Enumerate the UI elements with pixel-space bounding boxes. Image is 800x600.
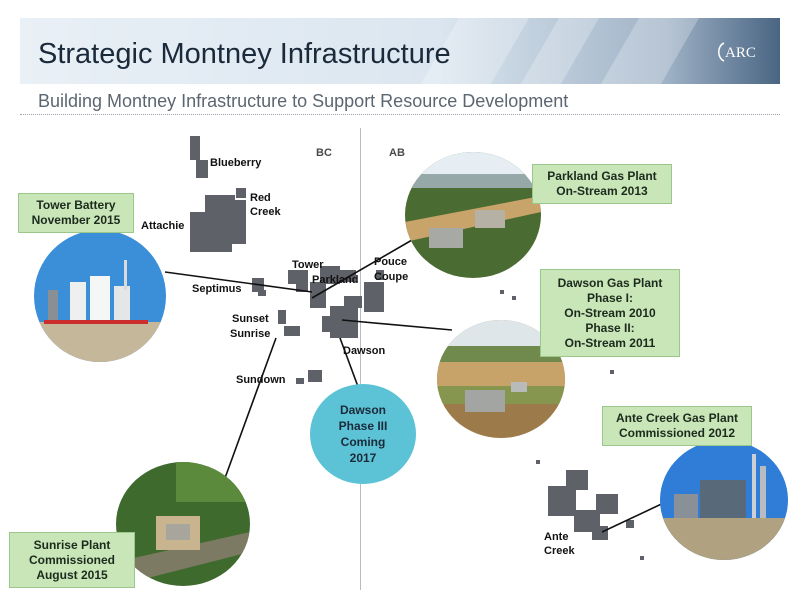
arc-logo: ARC: [718, 42, 756, 62]
connector-lines: [164, 239, 671, 533]
photo-ante-creek-gas-plant: [660, 440, 788, 560]
header-banner: Strategic Montney Infrastructure ARC: [20, 18, 780, 84]
page-title: Strategic Montney Infrastructure: [38, 38, 451, 70]
label-parkland: Parkland: [312, 274, 359, 286]
label-septimus: Septimus: [192, 283, 242, 295]
label-creek: Creek: [250, 206, 281, 218]
label-sunset: Sunset: [232, 313, 269, 325]
label-ante: Ante: [544, 531, 569, 543]
callout-sunrise-plant: Sunrise Plant Commissioned August 2015: [9, 532, 135, 588]
label-sunrise: Sunrise: [230, 328, 271, 340]
land-holdings: [190, 136, 644, 560]
label-attachie: Attachie: [141, 220, 185, 232]
label-pouce: Pouce: [374, 256, 408, 268]
callout-dawson-gas-plant: Dawson Gas Plant Phase I: On-Stream 2010…: [540, 269, 680, 357]
divider: [20, 114, 780, 115]
label-ante-creek: Creek: [544, 545, 575, 557]
label-sundown: Sundown: [236, 374, 286, 386]
label-tower: Tower: [292, 259, 324, 271]
bc-ab-border: [360, 128, 361, 590]
photo-sunrise-plant: [116, 462, 250, 586]
logo-text: ARC: [725, 45, 756, 61]
page-subtitle: Building Montney Infrastructure to Suppo…: [38, 91, 569, 111]
photo-tower-battery: [34, 230, 166, 362]
province-bc: BC: [316, 147, 332, 159]
label-blueberry: Blueberry: [210, 157, 262, 169]
label-coupe: Coupe: [374, 271, 409, 283]
label-red: Red: [250, 192, 271, 204]
province-ab: AB: [389, 147, 405, 159]
photo-parkland-gas-plant: [405, 152, 541, 278]
label-dawson: Dawson: [343, 345, 386, 357]
dawson-phase-3-bubble: Dawson Phase III Coming 2017: [310, 384, 416, 484]
